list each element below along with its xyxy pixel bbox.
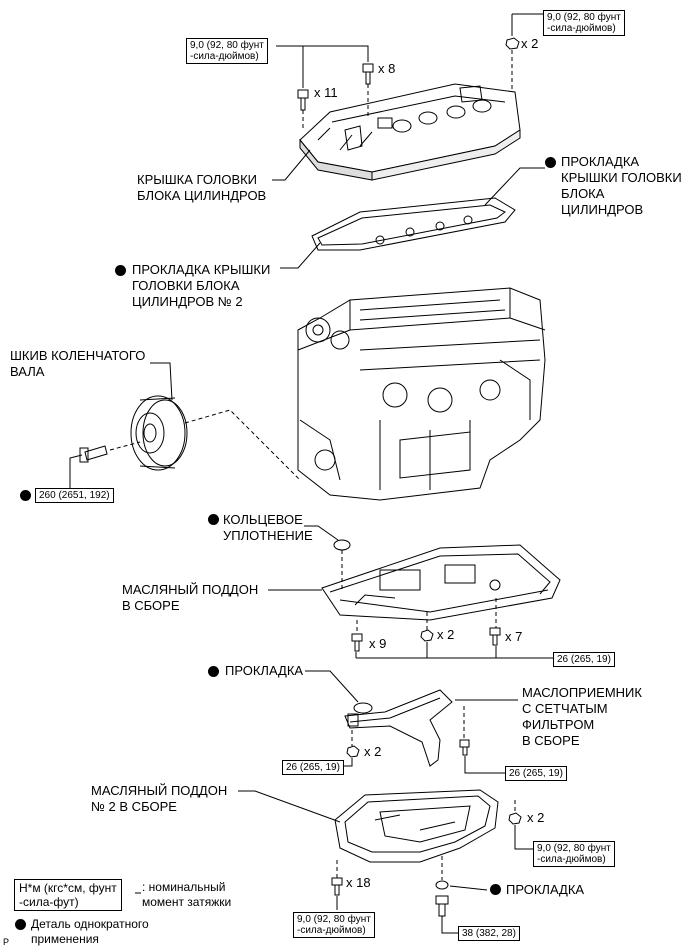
- drain-plug-drawing: [435, 895, 449, 917]
- bolt-icons: [297, 37, 522, 896]
- label-o-ring: КОЛЬЦЕВОЕ УПЛОТНЕНИЕ: [223, 512, 313, 544]
- qty-x7: x 7: [505, 629, 523, 644]
- legend-unit-box: Н*м (кгс*см, фунт -сила-фут): [14, 879, 122, 911]
- torque-line: 9,0 (92, 80 фунт: [297, 914, 371, 925]
- label-line: КРЫШКА ГОЛОВКИ: [137, 172, 258, 187]
- oil-pan-2-drawing: [334, 789, 499, 863]
- single-use-marker: [115, 265, 126, 276]
- qty-x8: x 8: [378, 61, 396, 76]
- label-line: КОЛЬЦЕВОЕ: [223, 512, 303, 527]
- torque-line: 26 (265, 19): [557, 654, 611, 665]
- qty-x9: x 9: [369, 636, 387, 651]
- legend-line: Н*м (кгс*см, фунт: [19, 881, 117, 895]
- torque-line: 26 (265, 19): [286, 762, 340, 773]
- label-gasket-mid: ПРОКЛАДКА: [225, 663, 304, 678]
- label-oil-pan-2: МАСЛЯНЫЙ ПОДДОН № 2 В СБОРЕ: [91, 783, 227, 815]
- qty-x18: x 18: [346, 875, 371, 890]
- pulley-bolt-drawing: [79, 445, 108, 463]
- single-use-marker: [208, 514, 219, 525]
- single-use-marker: [15, 919, 26, 930]
- qty-x2-pan2: x 2: [527, 810, 545, 825]
- label-head-cover-gasket: ПРОКЛАДКА КРЫШКИ ГОЛОВКИ БЛОКА ЦИЛИНДРОВ: [561, 154, 682, 218]
- label-line: ФИЛЬТРОМ: [522, 717, 595, 732]
- crankshaft-pulley-drawing: [130, 395, 188, 471]
- legend-line: момент затяжки: [142, 895, 232, 909]
- torque-line: -сила-дюймов): [547, 23, 616, 34]
- label-head-cover-gasket-no2: ПРОКЛАДКА КРЫШКИ ГОЛОВКИ БЛОКА ЦИЛИНДРОВ…: [132, 262, 270, 310]
- torque-line: 26 (265, 19): [509, 768, 563, 779]
- label-line: С СЕТЧАТЫМ: [522, 701, 608, 716]
- label-line: ПРОКЛАДКА КРЫШКИ: [132, 262, 271, 277]
- label-line: № 2 В СБОРЕ: [91, 799, 177, 814]
- qty-x2-top: x 2: [521, 36, 539, 51]
- torque-top-right: 9,0 (92, 80 фунт -сила-дюймов): [543, 10, 625, 36]
- torque-line: 9,0 (92, 80 фунт: [190, 40, 264, 51]
- torque-line: -сила-дюймов): [297, 925, 366, 936]
- o-ring-drawing: [333, 539, 351, 551]
- legend-line: -сила-фут): [19, 895, 79, 909]
- legend-single-use: Деталь однократного применения: [31, 917, 149, 947]
- label-line: МАСЛЯНЫЙ ПОДДОН: [122, 582, 259, 597]
- torque-pulley-bolt: 260 (2651, 192): [35, 488, 114, 503]
- single-use-marker: [208, 666, 219, 677]
- torque-line: 9,0 (92, 80 фунт: [547, 12, 621, 23]
- dashed-assembly-lines: [109, 50, 516, 880]
- label-line: ЦИЛИНДРОВ: [561, 202, 644, 217]
- oil-strainer-drawing: [344, 689, 453, 767]
- cylinder-head-cover-drawing: [299, 83, 521, 181]
- label-oil-strainer: МАСЛОПРИЕМНИК С СЕТЧАТЫМ ФИЛЬТРОМ В СБОР…: [522, 685, 642, 749]
- torque-line: 9,0 (92, 80 фунт: [537, 843, 611, 854]
- label-line: В СБОРЕ: [122, 598, 180, 613]
- torque-oil-pan-bolts: 26 (265, 19): [553, 652, 615, 667]
- head-cover-gasket-drawing: [311, 197, 516, 251]
- single-use-marker: [20, 490, 31, 501]
- legend-line: Деталь однократного: [31, 917, 149, 931]
- label-gasket-bottom: ПРОКЛАДКА: [506, 882, 585, 897]
- torque-line: 260 (2651, 192): [39, 490, 110, 501]
- torque-strainer-right: 26 (265, 19): [505, 766, 567, 781]
- label-line: В СБОРЕ: [522, 733, 580, 748]
- torque-head-cover-bolts: 9,0 (92, 80 фунт -сила-дюймов): [186, 38, 268, 64]
- torque-strainer-left: 26 (265, 19): [282, 760, 344, 775]
- label-line: МАСЛЯНЫЙ ПОДДОН: [91, 783, 228, 798]
- single-use-marker: [545, 157, 556, 168]
- label-line: УПЛОТНЕНИЕ: [223, 528, 313, 543]
- label-line: ЦИЛИНДРОВ № 2: [132, 294, 243, 309]
- qty-x2-strainer: x 2: [364, 744, 382, 759]
- label-line: БЛОКА: [561, 186, 605, 201]
- label-crankshaft-pulley: ШКИВ КОЛЕНЧАТОГО ВАЛА: [10, 348, 145, 380]
- qty-x11: x 11: [314, 85, 338, 100]
- label-cylinder-head-cover: КРЫШКА ГОЛОВКИ БЛОКА ЦИЛИНДРОВ: [137, 172, 266, 204]
- label-line: ГОЛОВКИ БЛОКА: [132, 278, 240, 293]
- drain-gasket-drawing: [435, 880, 449, 890]
- torque-oil-pan-2-bottom: 9,0 (92, 80 фунт -сила-дюймов): [293, 912, 375, 938]
- label-line: ПРОКЛАДКА: [561, 154, 640, 169]
- leader-lines: [69, 13, 553, 934]
- label-line: МАСЛОПРИЕМНИК: [522, 685, 642, 700]
- legend-line: применения: [31, 932, 99, 946]
- label-line: КРЫШКИ ГОЛОВКИ: [561, 170, 682, 185]
- torque-drain-plug: 38 (382, 28): [458, 926, 520, 941]
- engine-block-drawing: [297, 287, 546, 501]
- gasket-mid-drawing: [353, 702, 373, 714]
- label-line: ВАЛА: [10, 364, 45, 379]
- legend-line: : номинальный: [142, 880, 226, 894]
- torque-line: 38 (382, 28): [462, 928, 516, 939]
- torque-line: -сила-дюймов): [537, 854, 606, 865]
- corner-mark: P: [3, 937, 10, 947]
- label-line: ШКИВ КОЛЕНЧАТОГО: [10, 348, 146, 363]
- oil-pan-drawing: [321, 544, 561, 621]
- legend-unit-desc: : номинальный момент затяжки: [142, 880, 231, 910]
- qty-x2-pan: x 2: [437, 627, 455, 642]
- torque-line: -сила-дюймов): [190, 51, 259, 62]
- torque-oil-pan-2-right: 9,0 (92, 80 фунт -сила-дюймов): [533, 841, 615, 867]
- label-oil-pan: МАСЛЯНЫЙ ПОДДОН В СБОРЕ: [122, 582, 258, 614]
- label-line: БЛОКА ЦИЛИНДРОВ: [137, 188, 267, 203]
- single-use-marker: [490, 884, 501, 895]
